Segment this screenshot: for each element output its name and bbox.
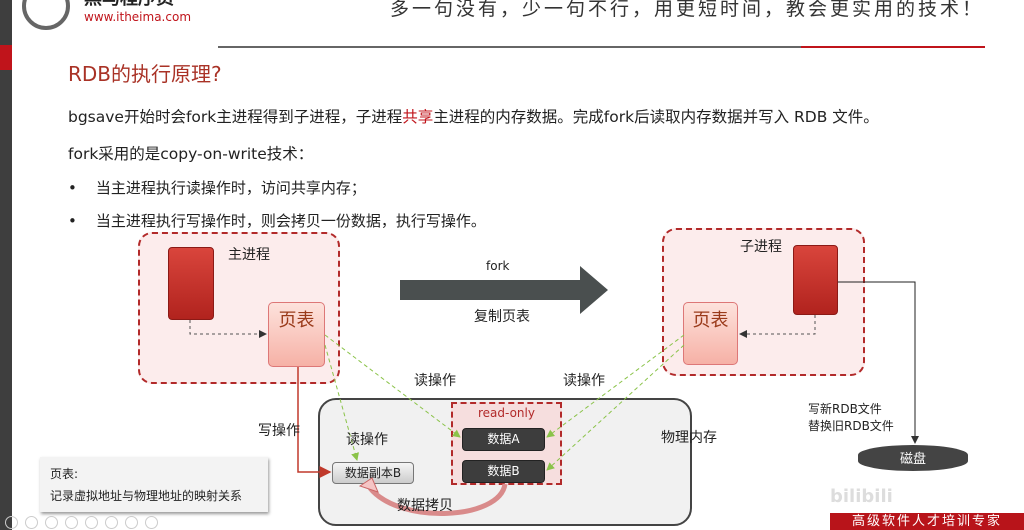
- data-copy-label: 数据拷贝: [397, 498, 453, 514]
- replace-old-rdb-label: 替换旧RDB文件: [808, 419, 894, 433]
- main-page-table: 页表: [268, 302, 325, 367]
- bullet-item: • 当主进程执行读操作时，访问共享内存；: [68, 179, 366, 197]
- child-page-table: 页表: [683, 302, 738, 365]
- pen-icon[interactable]: [45, 516, 58, 529]
- read-op-label: 读操作: [414, 373, 456, 389]
- footer-banner: 高级软件人才培训专家: [830, 513, 1024, 530]
- read-op-label: 读操作: [346, 432, 388, 448]
- pointer-icon[interactable]: [125, 516, 138, 529]
- legend-text: 记录虚拟地址与物理地址的映射关系: [50, 489, 243, 503]
- more-icon[interactable]: [145, 516, 158, 529]
- slides-icon[interactable]: [65, 516, 78, 529]
- next-slide-icon[interactable]: [25, 516, 38, 529]
- watermark: bilibili: [830, 486, 893, 507]
- copy-page-table-label: 复制页表: [474, 309, 530, 325]
- read-link: [546, 344, 685, 471]
- main-dotted-link: [189, 320, 267, 338]
- read-link: [324, 344, 359, 461]
- process-icon: [168, 247, 214, 320]
- write-link: [297, 367, 332, 478]
- write-new-rdb-label: 写新RDB文件: [808, 402, 882, 416]
- logo-url: www.itheima.com: [84, 10, 192, 24]
- left-bar: [0, 0, 12, 530]
- write-op-label: 写操作: [258, 423, 300, 439]
- bullet-item: • 当主进程执行写操作时，则会拷贝一份数据，执行写操作。: [68, 212, 486, 230]
- prev-slide-icon[interactable]: [5, 516, 18, 529]
- highlight-text: 共享: [402, 108, 434, 126]
- read-link: [546, 334, 685, 438]
- page-table-label: 页表: [692, 310, 729, 331]
- left-bar-accent: [0, 45, 12, 70]
- data-copy-arrowhead: [358, 477, 379, 493]
- text: 主进程的内存数据。完成fork后读取内存数据并写入 RDB 文件。: [433, 108, 879, 126]
- read-link: [324, 334, 461, 438]
- slogan: 多一句没有，少一句不行，用更短时间，教会更实用的技术！: [390, 0, 985, 20]
- legend-title: 页表:: [50, 467, 79, 481]
- child-process-label: 子进程: [740, 239, 782, 255]
- bullet-text: 当主进程执行写操作时，则会拷贝一份数据，执行写操作。: [95, 212, 486, 230]
- zoom-icon[interactable]: [85, 516, 98, 529]
- fork-label: fork: [486, 259, 510, 273]
- bullet-text: 当主进程执行读操作时，访问共享内存；: [95, 179, 366, 197]
- main-process-label: 主进程: [228, 247, 270, 263]
- header-divider: [218, 46, 985, 48]
- text: bgsave开始时会fork主进程得到子进程，子进程: [68, 108, 403, 126]
- data-a: 数据A: [462, 428, 545, 451]
- data-copy-arrow: [368, 483, 508, 516]
- data-copy-b: 数据副本B: [332, 462, 414, 484]
- read-only-label: read-only: [478, 406, 535, 420]
- logo-name: 黑马程序员: [84, 0, 174, 8]
- child-dotted-link: [739, 315, 816, 338]
- data-b: 数据B: [462, 460, 545, 483]
- slide-title: RDB的执行原理?: [68, 62, 222, 86]
- legend-box: 页表: 记录虚拟地址与物理地址的映射关系: [40, 457, 268, 512]
- page-table-label: 页表: [278, 310, 315, 331]
- disk-icon: 磁盘: [858, 445, 968, 471]
- subtitle-icon[interactable]: [105, 516, 118, 529]
- read-op-label: 读操作: [563, 373, 605, 389]
- paragraph-2: fork采用的是copy-on-write技术：: [68, 145, 314, 163]
- disk-link: [838, 281, 919, 444]
- paragraph-1: bgsave开始时会fork主进程得到子进程，子进程共享主进程的内存数据。完成f…: [68, 105, 879, 127]
- process-icon: [793, 245, 838, 315]
- fork-arrow: [400, 266, 608, 314]
